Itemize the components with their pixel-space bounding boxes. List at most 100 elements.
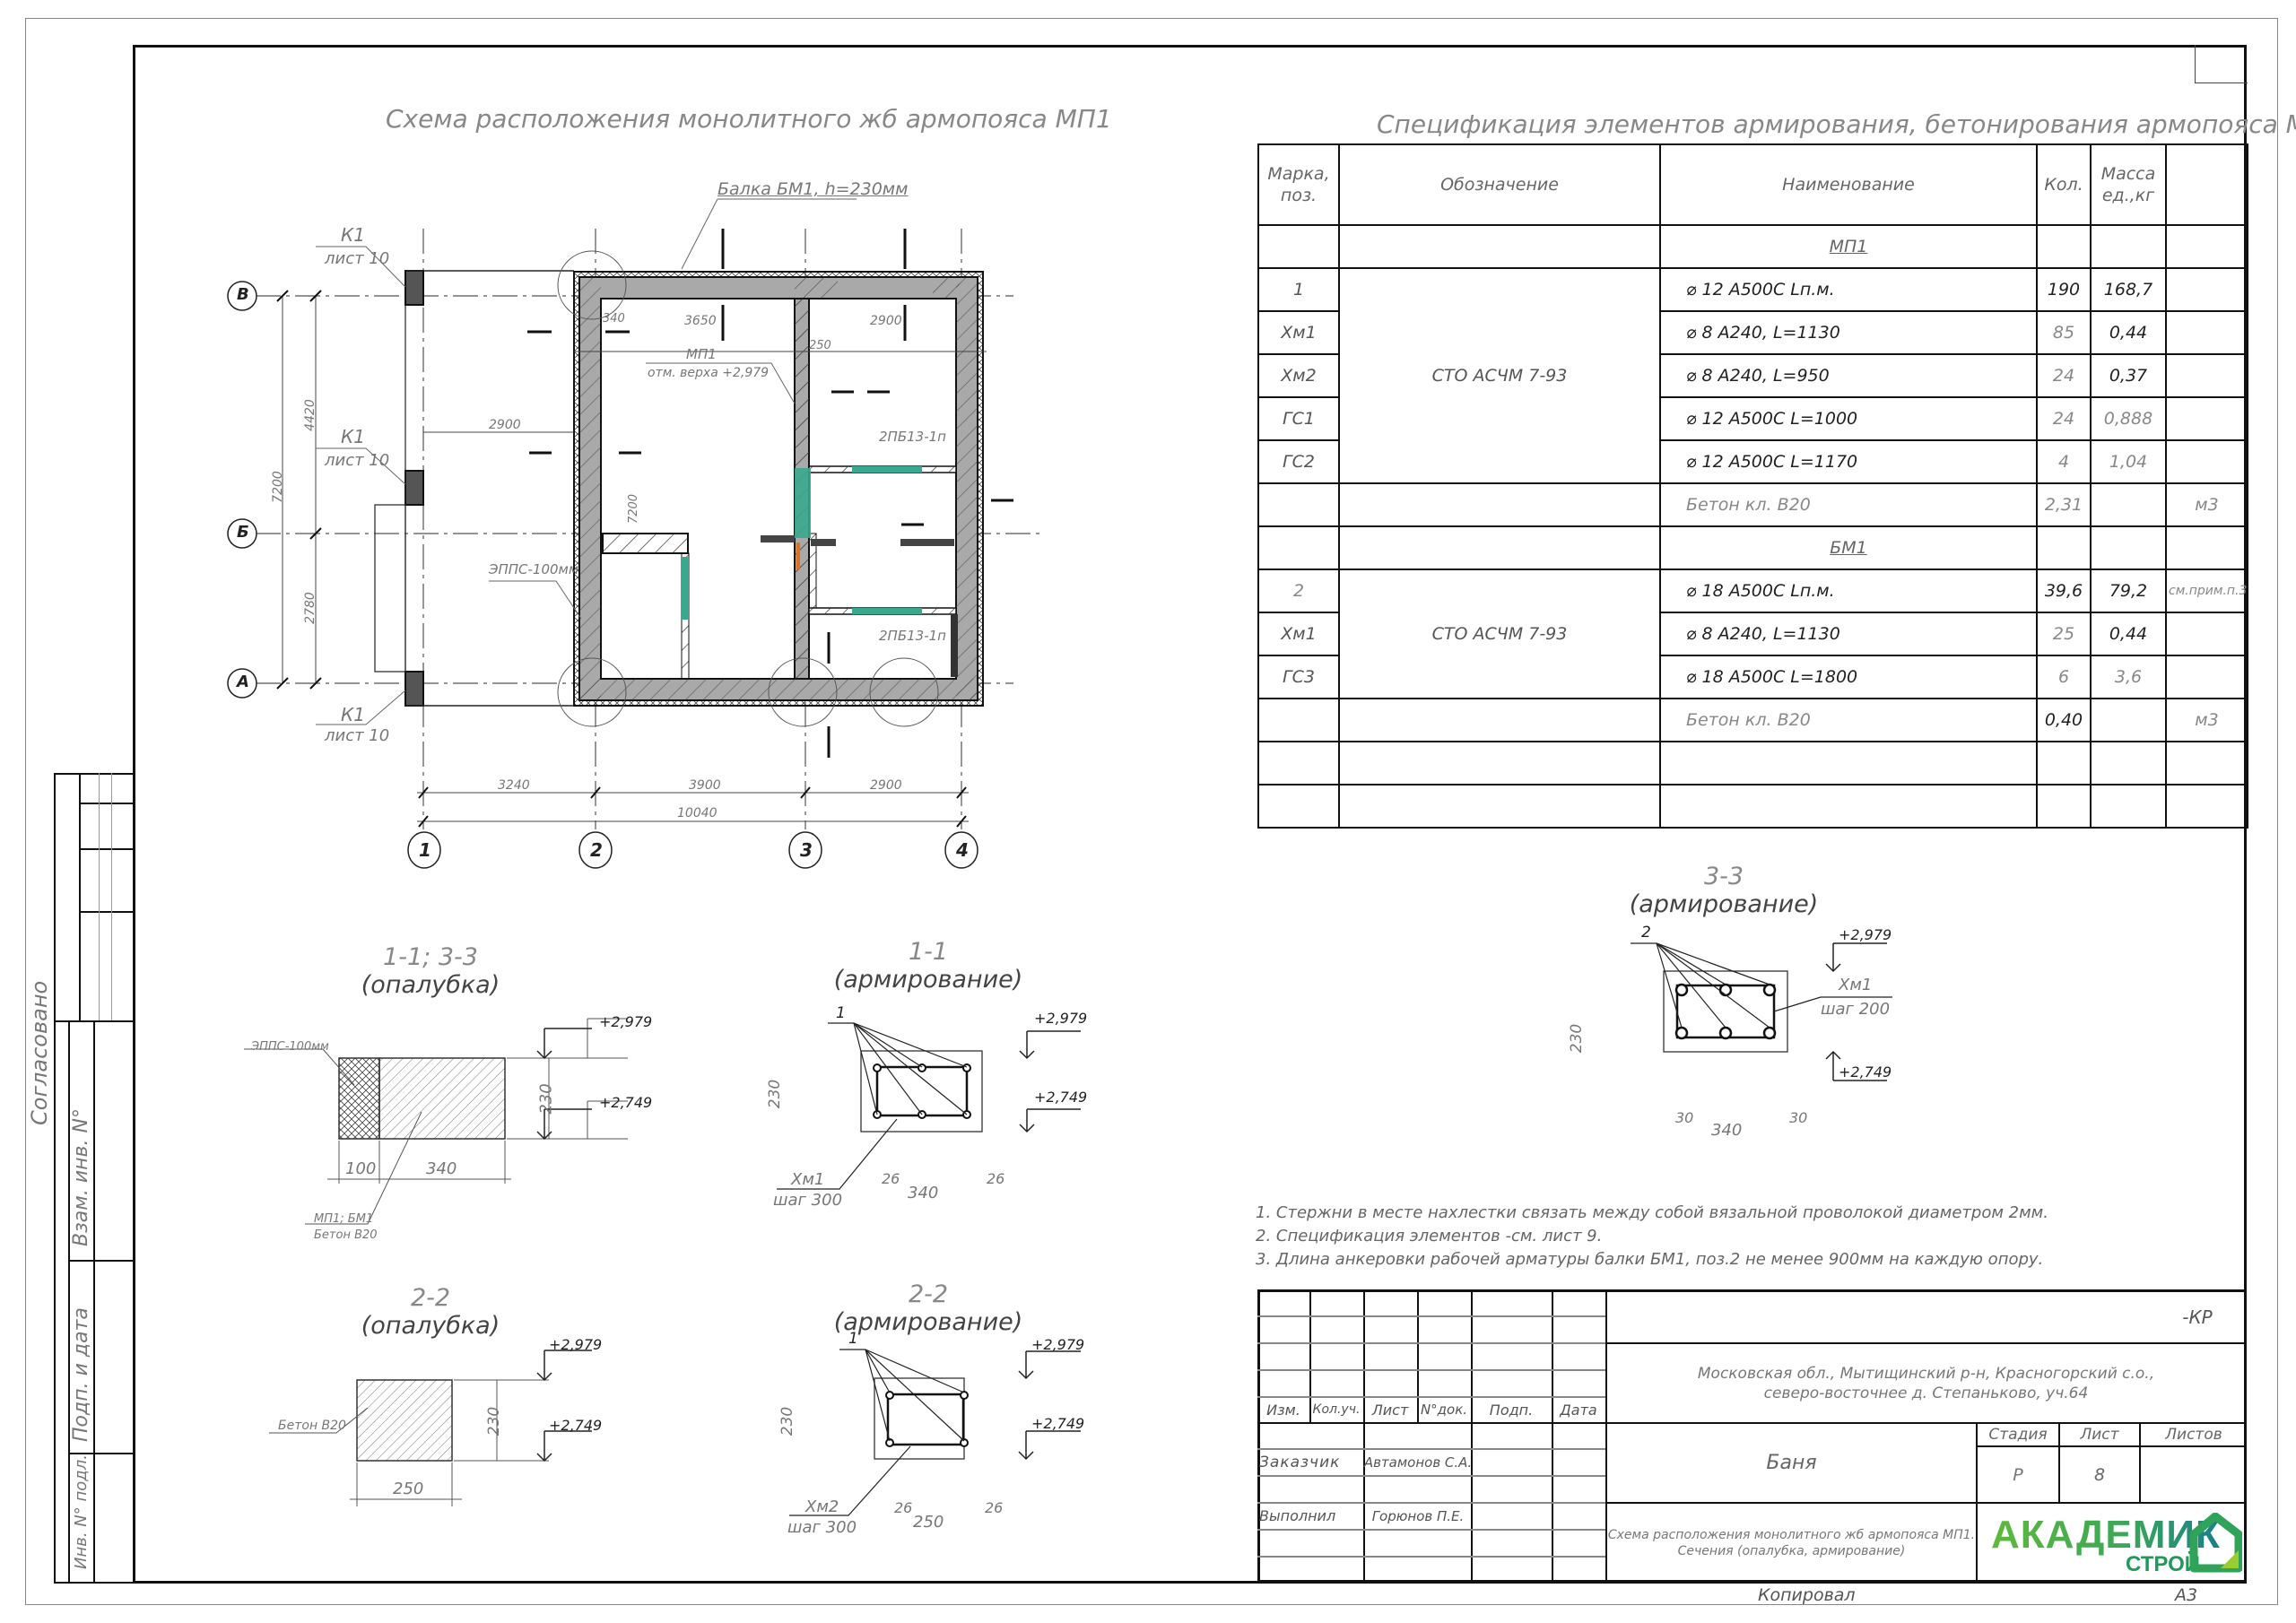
format-label: А3 (2175, 1585, 2198, 1605)
cell-name: Бетон кл. В20 (1659, 482, 2038, 527)
title-block (1257, 1289, 2247, 1583)
dim-230: 230 (536, 1083, 556, 1115)
cell-mark: ГС3 (1257, 655, 1340, 699)
cell-mass: 0,44 (2090, 310, 2167, 355)
cell-mass: 168,7 (2090, 267, 2167, 312)
cell-note (2165, 655, 2248, 699)
col-name: Наименование (1659, 143, 2038, 226)
cell-mass: 3,6 (2090, 655, 2167, 699)
house-logo-icon (2189, 1513, 2242, 1573)
table-row: ГС1 ⌀ 12 А500С L=1000 24 0,888 (1257, 396, 2248, 441)
note-1: 1. Стержни в месте нахлестки связать меж… (1256, 1203, 2048, 1222)
group-name: МП1 (1659, 224, 2038, 269)
k1-label-bot: К1 (341, 704, 365, 725)
dim-h: 230 (485, 1406, 504, 1436)
address-line-1: Московская обл., Мытищинский р-н, Красно… (1697, 1365, 2155, 1383)
sheets-label: Листов (2165, 1426, 2222, 1444)
lintel-label-1: 2ПБ13-1п (879, 429, 946, 445)
section-11-rebar-title: 1-1 (армирование) (830, 938, 1027, 994)
dim-cover-l: 30 (1675, 1109, 1694, 1126)
spec-title: Спецификация элементов армирования, бето… (1377, 109, 2296, 139)
address-line-2: северо-восточнее д. Степаньково, уч.64 (1763, 1384, 2089, 1402)
table-row: Хм1 ⌀ 8 А240, L=1130 85 0,44 (1257, 310, 2248, 355)
label-insulation: ЭППС-100мм (251, 1040, 329, 1054)
group-name: БМ1 (1659, 525, 2038, 570)
axis-label-3: 3 (800, 839, 813, 861)
dim-3240: 3240 (498, 778, 530, 793)
cell-note (2165, 612, 2248, 656)
mp1-elevation: отм. верха +2,979 (648, 366, 770, 380)
dim-3650: 3650 (684, 314, 717, 328)
cell-name: Бетон кл. В20 (1659, 698, 2038, 742)
table-row: ГС2 ⌀ 12 А500С L=1170 4 1,04 (1257, 439, 2248, 484)
section-number: 1-1; 3-3 (383, 943, 478, 971)
sheets-value (2141, 1447, 2247, 1502)
cell-mark: Хм1 (1257, 310, 1340, 355)
cell-mark: 1 (1257, 267, 1340, 312)
elev-top: +2,979 (1034, 1010, 1088, 1027)
cell-mark: Хм1 (1257, 612, 1340, 656)
elev-bot: +2,749 (549, 1417, 603, 1434)
col-izm: Изм. (1266, 1401, 1300, 1419)
cell-note (2165, 267, 2248, 312)
cell-qty: 190 (2036, 267, 2092, 312)
dim-2900-left: 2900 (489, 418, 521, 432)
mp1-label: МП1 (686, 346, 717, 362)
cell-note (2165, 439, 2248, 484)
section-number: 2-2 (908, 1280, 949, 1308)
cell-note (2165, 310, 2248, 355)
cell-note (2165, 396, 2248, 441)
axis-label-b: Б (237, 523, 249, 542)
role-customer: Заказчик (1259, 1453, 1341, 1471)
clamp-label: Хм1 (791, 1170, 825, 1189)
cell-mass: 79,2 (2090, 568, 2167, 613)
section-subtitle: (армирование) (833, 1308, 1023, 1336)
cell-mark: ГС2 (1257, 439, 1340, 484)
person-executor: Горюнов П.Е. (1371, 1507, 1465, 1524)
dim-cover-r: 26 (985, 1499, 1004, 1516)
pos-label: 1 (836, 1004, 846, 1022)
person-customer: Автамонов С.А. (1363, 1454, 1473, 1471)
cell-qty: 0,40 (2036, 698, 2092, 742)
dim-2900-right: 2900 (870, 314, 902, 328)
logo-wordmark: АКАДЕМИК (1991, 1513, 2221, 1557)
clamp-label: Хм1 (1839, 976, 1873, 994)
concrete-row: Бетон кл. В20 2,31 м3 (1257, 482, 2248, 527)
k1-sheet-mid: лист 10 (325, 451, 390, 470)
col-list: Лист (1371, 1401, 1409, 1419)
sheet-outer-border (25, 18, 2278, 1605)
section-subtitle: (армирование) (1629, 890, 1819, 918)
dim-100: 100 (345, 1159, 377, 1178)
sheet-value: 8 (2093, 1464, 2106, 1485)
dim-width: 250 (913, 1513, 944, 1532)
dim-width: 250 (393, 1480, 424, 1498)
stage-value: Р (2013, 1464, 2023, 1485)
col-note (2165, 143, 2248, 226)
table-row: 2 СТО АСЧМ 7-93 ⌀ 18 А500С Lп.м. 39,6 79… (1257, 568, 2248, 699)
corner-stamp-box (2195, 45, 2248, 83)
cell-unit: м3 (2165, 482, 2248, 527)
drawing-title-line-2: Сечения (опалубка, армирование) (1677, 1544, 1906, 1558)
elev-bot: +2,749 (1031, 1415, 1085, 1432)
project-address: Московская обл., Мытищинский р-н, Красно… (1607, 1345, 2245, 1422)
cell-mark: Хм2 (1257, 353, 1340, 398)
dim-10040: 10040 (677, 806, 718, 820)
cell-qty: 2,31 (2036, 482, 2092, 527)
note-2: 2. Спецификация элементов -см. лист 9. (1256, 1227, 1603, 1245)
copied-label: Копировал (1758, 1585, 1856, 1605)
table-row: Хм1 ⌀ 8 А240, L=1130 25 0,44 (1257, 612, 2248, 656)
axis-label-2: 2 (590, 839, 603, 861)
notes-block: 1. Стержни в месте нахлестки связать меж… (1256, 1202, 2048, 1271)
elev-bot: +2,749 (1839, 1063, 1892, 1081)
section-22-rebar-title: 2-2 (армирование) (830, 1280, 1027, 1336)
section-subtitle: (опалубка) (361, 971, 500, 999)
col-podp: Подп. (1489, 1401, 1534, 1419)
section-number: 3-3 (1703, 863, 1744, 890)
sheet-label: Лист (2080, 1426, 2119, 1444)
elev-top: +2,979 (549, 1336, 603, 1353)
section-number: 1-1 (908, 938, 949, 966)
cell-name: ⌀ 18 А500С Lп.м. (1659, 568, 2038, 613)
axis-label-v: В (237, 285, 249, 304)
elev-bot: +2,749 (1034, 1089, 1088, 1106)
